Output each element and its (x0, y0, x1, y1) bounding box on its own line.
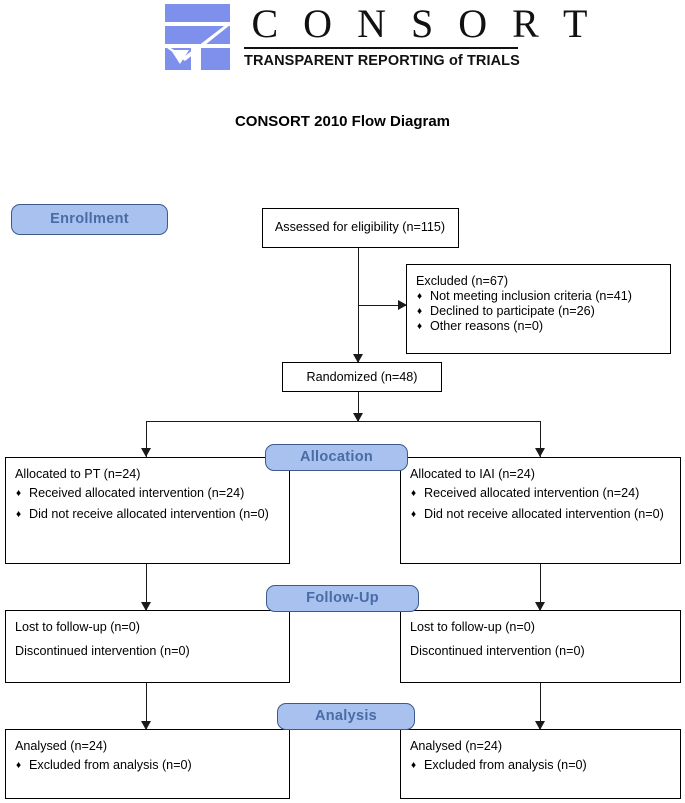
connector-split-left (146, 421, 147, 457)
diamond-bullet-icon: ♦ (16, 760, 22, 771)
arrow-randomized-down (353, 413, 363, 422)
arrow-assessed-to-excluded (398, 300, 407, 310)
list-item: ♦ Did not receive allocated intervention … (15, 507, 281, 522)
box-analysis-right-head: Analysed (n=24) (410, 739, 503, 753)
box-analysis-right-list: ♦ Excluded from analysis (n=0) (410, 758, 672, 773)
list-item-text: Received allocated intervention (n=24) (424, 486, 640, 500)
list-item: ♦ Declined to participate (n=26) (416, 304, 662, 319)
list-item: ♦ Received allocated intervention (n=24) (15, 486, 281, 501)
list-item-text: Excluded from analysis (n=0) (29, 758, 192, 772)
connector-alloc-left-to-follow (146, 564, 147, 610)
box-assessed-for-eligibility: Assessed for eligibility (n=115) (262, 208, 459, 248)
list-item: ♦ Excluded from analysis (n=0) (15, 758, 281, 773)
list-item: ♦ Excluded from analysis (n=0) (410, 758, 672, 773)
arrow-alloc-right-to-follow (535, 602, 545, 611)
arrow-assessed-to-randomized (353, 354, 363, 363)
list-item: ♦ Other reasons (n=0) (416, 319, 662, 334)
consort-wordmark-rule (244, 47, 518, 49)
box-excluded: Excluded (n=67) ♦ Not meeting inclusion c… (406, 264, 671, 354)
connector-assessed-to-excluded (358, 305, 406, 306)
stage-label-allocation-text: Allocation (299, 449, 374, 465)
box-allocated-right-head: Allocated to IAI (n=24) (410, 467, 535, 481)
arrow-alloc-left-to-follow (141, 602, 151, 611)
box-followup-left: Lost to follow-up (n=0) Discontinued int… (5, 610, 290, 683)
box-allocated-right-list: ♦Received allocated intervention (n=24) … (410, 486, 672, 522)
stage-label-analysis-text: Analysis (314, 708, 378, 724)
diamond-bullet-icon: ♦ (417, 291, 423, 302)
stage-label-enrollment-text: Enrollment (50, 211, 129, 227)
box-followup-left-line1: Lost to follow-up (n=0) (15, 620, 140, 634)
list-item-text: Declined to participate (n=26) (430, 304, 595, 318)
arrow-split-right (535, 448, 545, 457)
box-analysis-left-head: Analysed (n=24) (15, 739, 108, 753)
stage-label-allocation: Allocation (265, 444, 408, 471)
box-allocated-left-list: ♦Received allocated intervention (n=24) … (15, 486, 281, 522)
connector-follow-right-to-analysis (540, 683, 541, 729)
box-analysis-right: Analysed (n=24) ♦ Excluded from analysis … (400, 729, 681, 799)
list-item-text: Excluded from analysis (n=0) (424, 758, 587, 772)
connector-allocation-split (146, 421, 541, 422)
connector-randomized-down (358, 392, 359, 422)
list-item-text: Received allocated intervention (n=24) (29, 486, 245, 500)
spacer (15, 635, 281, 644)
stage-label-analysis: Analysis (277, 703, 415, 730)
stage-label-followup: Follow-Up (266, 585, 419, 612)
connector-split-right (540, 421, 541, 457)
consort-logo-mark (163, 4, 232, 70)
consort-logo: C O N S O R T TRANSPARENT REPORTING of T… (163, 1, 595, 74)
consort-logo-glyph (165, 4, 230, 70)
box-allocated-left: Allocated to PT (n=24) ♦ Received allocat… (5, 457, 290, 564)
box-followup-left-line2: Discontinued intervention (n=0) (15, 644, 190, 658)
box-followup-right-line2: Discontinued intervention (n=0) (410, 644, 585, 658)
list-item-text: Not meeting inclusion criteria (n=41) (430, 289, 632, 303)
box-analysis-left: Analysed (n=24) ♦ Excluded from analysis … (5, 729, 290, 799)
stage-label-enrollment: Enrollment (11, 204, 168, 235)
page-title: CONSORT 2010 Flow Diagram (234, 113, 451, 130)
diamond-bullet-icon: ♦ (417, 321, 423, 332)
list-item: ♦ Did not receive allocated intervention … (410, 507, 672, 522)
list-item-text: Did not receive allocated intervention (… (424, 507, 664, 521)
box-allocated-right: Allocated to IAI (n=24) ♦ Received alloca… (400, 457, 681, 564)
diamond-bullet-icon: ♦ (411, 488, 417, 499)
list-item: ♦ Not meeting inclusion criteria (n=41) (416, 289, 662, 304)
stage-label-followup-text: Follow-Up (306, 590, 379, 606)
box-followup-right: Lost to follow-up (n=0) Discontinued int… (400, 610, 681, 683)
arrow-follow-right-to-analysis (535, 721, 545, 730)
spacer (410, 635, 672, 644)
connector-alloc-right-to-follow (540, 564, 541, 610)
consort-tagline: TRANSPARENT REPORTING of TRIALS (244, 53, 520, 69)
list-item-text: Other reasons (n=0) (430, 319, 544, 333)
box-followup-right-line1: Lost to follow-up (n=0) (410, 620, 535, 634)
box-randomized-head: Randomized (n=48) (306, 370, 418, 384)
box-excluded-list: ♦ Not meeting inclusion criteria (n=41) ♦… (416, 289, 662, 334)
box-randomized: Randomized (n=48) (282, 362, 442, 392)
box-excluded-head: Excluded (n=67) (416, 274, 509, 288)
consort-wordmark-text: C O N S O R T (251, 1, 595, 46)
box-allocated-left-head: Allocated to PT (n=24) (15, 467, 141, 481)
diamond-bullet-icon: ♦ (417, 306, 423, 317)
consort-wordmark: C O N S O R T TRANSPARENT REPORTING of T… (244, 1, 595, 72)
box-analysis-left-list: ♦ Excluded from analysis (n=0) (15, 758, 281, 773)
diamond-bullet-icon: ♦ (16, 509, 22, 520)
box-assessed-head: Assessed for eligibility (n=115) (274, 220, 446, 234)
list-item: ♦ Received allocated intervention (n=24) (410, 486, 672, 501)
list-item-text: Did not receive allocated intervention (… (29, 507, 269, 521)
arrow-split-left (141, 448, 151, 457)
connector-follow-left-to-analysis (146, 683, 147, 729)
diamond-bullet-icon: ♦ (411, 509, 417, 520)
diamond-bullet-icon: ♦ (16, 488, 22, 499)
diamond-bullet-icon: ♦ (411, 760, 417, 771)
arrow-follow-left-to-analysis (141, 721, 151, 730)
